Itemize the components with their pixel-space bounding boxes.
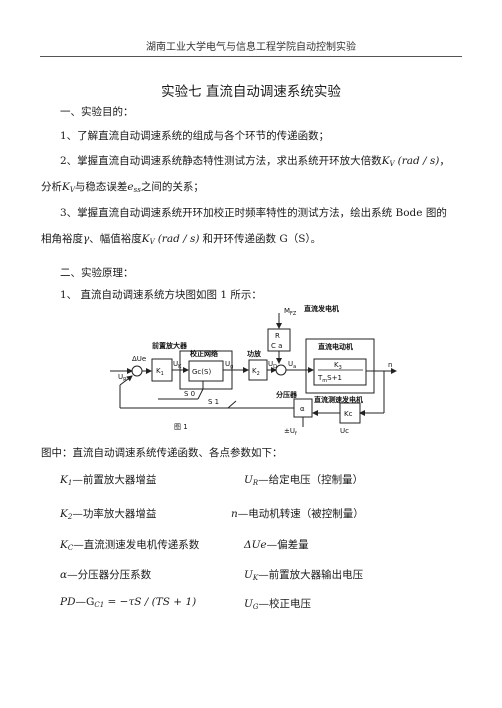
section-principle: 二、实验原理： [60,267,134,279]
kc-text: Kc [344,410,353,418]
k1-block [151,358,173,382]
kv-symbol-3: K [141,233,150,245]
legend-ug: UG—校正电压 [244,598,311,611]
legend-alpha: α—分压器分压系数 [60,569,152,581]
power-amp-label: 功放 [247,349,262,358]
gc-block [188,360,224,382]
uc-label: Uc [340,427,349,435]
obj2-pre: 分析 [41,181,62,193]
s1-label: S 1 [208,398,219,406]
legend-kc: KC—直流测速发电机传递系数 [60,539,200,552]
ug-label: Ug [225,360,233,370]
pre-amp-label: 前置放大器 [152,341,188,350]
obj3-pre: 相角裕度 [41,233,83,245]
section-objectives: 一、实验目的： [60,106,134,118]
legend-intro: 图中：直流自动调速系统传递函数、各点参数如下： [41,447,283,459]
alpha-text: α [300,405,305,413]
objective-2-cont: 分析KV与稳态误差ess之间的关系； [41,180,204,197]
tm-text: TmS+1 [317,374,342,384]
legend-ur: UR—给定电压（控制量） [244,474,364,487]
kv-unit-3: (rad / s) [157,233,200,245]
gc-text: Gc(S) [192,368,211,376]
figure-caption: 图 1 [174,423,188,431]
page-title: 实验七 直流自动调速系统实验 [161,84,341,100]
ess-symbol: e [127,181,134,193]
gamma-symbol: γ [83,233,90,245]
divider-label: 分压器 [276,390,298,399]
obj2-post: 之间的关系； [140,181,204,193]
r-text: R [275,332,280,340]
motor-frame [305,338,375,394]
kv-symbol: K [381,155,390,167]
kv-sub: V [389,160,395,168]
ua-label: Ua [288,360,296,370]
kv-sub-2: V [69,186,75,194]
objective-1: 1、了解直流自动调速系统的组成与各个环节的传递函数； [60,130,330,142]
due-label: ΔUe [132,355,146,363]
legend-n: n—电动机转速（被控制量） [231,508,364,520]
legend-k1: K1—前置放大器增益 [60,474,157,487]
corrector-label: 校正网络 [190,349,218,358]
page-header: 湖南工业大学电气与信息工程学院自动控制实验 [40,38,462,57]
legend-uk: UK—前置放大器输出电压 [244,569,364,582]
kv-unit: (rad / s) [397,155,440,167]
objective-2-text: 2、掌握直流自动调速系统静态特性测试方法，求出系统开环放大倍数 [60,155,382,167]
k3-text: K3 [334,361,342,371]
principle-1: 1、 直流自动调速系统方块图如图 1 所示： [60,289,262,301]
motor-block [313,358,367,386]
legend-due: ΔUe—偏差量 [244,539,309,551]
mfz-label: MFZ [284,307,297,317]
objective-3-cont: 相角裕度γ、幅值裕度KV(rad / s)和开环传递函数 G（S）。 [41,232,321,249]
summing-junction-1 [131,365,143,377]
legend-pd: PD—GC1 = −τS / (TS + 1) [60,596,197,609]
kv-symbol-2: K [62,181,70,193]
objective-2: 2、掌握直流自动调速系统静态特性测试方法，求出系统开环放大倍数KV(rad / … [60,155,450,168]
block-diagram: MFZ 直流发电机 前置放大器 校正网络 功放 直流电动机 直流测速发电机 分压… [110,304,397,435]
ca-text: C a [271,342,282,350]
obj3-mid: 、幅值裕度 [89,233,142,245]
obj3-post: 和开环传递函数 G（S）。 [202,233,322,245]
s0-label: S 0 [184,390,195,398]
k1-text: K1 [156,367,164,377]
legend-k2: K2—功率放大器增益 [60,508,157,521]
uf-label: ±Uf [284,427,297,435]
summing-junction-2 [275,364,287,376]
ess-sub: ss [133,186,141,194]
obj2-mid: 与稳态误差 [74,181,128,193]
n-label: n [388,361,392,369]
generator-label: 直流发电机 [304,304,339,313]
kv-sub-3: V [149,238,155,246]
ur-label: UR [118,373,127,383]
ud-label: UD [268,360,277,370]
tacho-label: 直流测速发电机 [314,395,363,404]
motor-label: 直流电动机 [318,342,353,351]
objective-3: 3、掌握直流自动调速系统开环加校正时频率特性的测试方法，绘出系统 Bode 图的 [60,207,447,219]
k2-text: K2 [252,367,260,377]
uk-label: UK [173,360,182,370]
